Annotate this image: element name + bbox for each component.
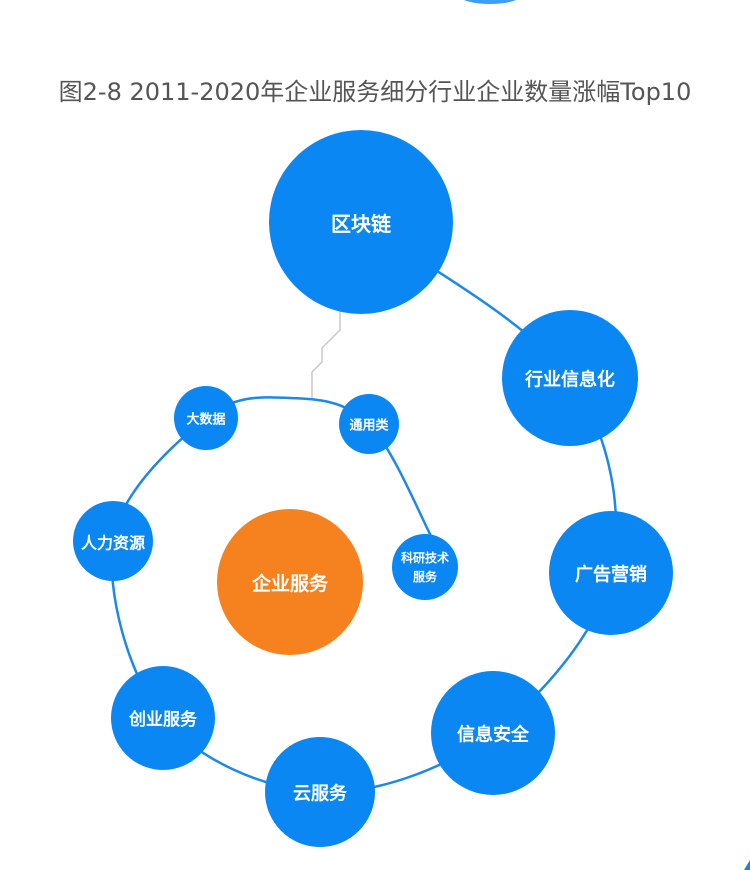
node-label-line2: 服务: [413, 569, 438, 584]
node-big-data[interactable]: 大数据: [174, 386, 238, 450]
node-label: 行业信息化: [524, 369, 615, 391]
node-advertising-marketing[interactable]: 广告营销: [549, 511, 673, 635]
node-startup-service[interactable]: 创业服务: [111, 666, 215, 770]
node-label: 广告营销: [575, 564, 647, 586]
node-label: 人力资源: [81, 534, 145, 553]
node-human-resources[interactable]: 人力资源: [73, 501, 153, 581]
center-node[interactable]: 企业服务: [217, 509, 363, 655]
node-general[interactable]: 通用类: [339, 394, 399, 454]
node-label: 区块链: [331, 212, 392, 236]
node-label: 云服务: [293, 783, 348, 805]
center-label: 企业服务: [251, 572, 329, 595]
node-information-security[interactable]: 信息安全: [431, 671, 555, 795]
decorative-top-mark: [464, 0, 516, 4]
node-label: 科研技术: [401, 550, 449, 565]
node-cloud-service[interactable]: 云服务: [265, 737, 375, 847]
node-label: 创业服务: [128, 709, 198, 730]
node-industry-informatization[interactable]: 行业信息化: [502, 310, 638, 446]
node-blockchain[interactable]: 区块链: [269, 130, 453, 314]
node-label: 大数据: [186, 412, 225, 428]
link-line: [311, 308, 341, 398]
node-label: 信息安全: [457, 724, 530, 746]
diagram-title: 图2-8 2011-2020年企业服务细分行业企业数量涨幅Top10: [58, 78, 692, 106]
spiral-connector: [110, 220, 618, 794]
node-label: 通用类: [349, 418, 389, 434]
node-research-tech-service[interactable]: 科研技术 服务: [392, 534, 458, 600]
decorative-corner-mark: [744, 860, 750, 870]
